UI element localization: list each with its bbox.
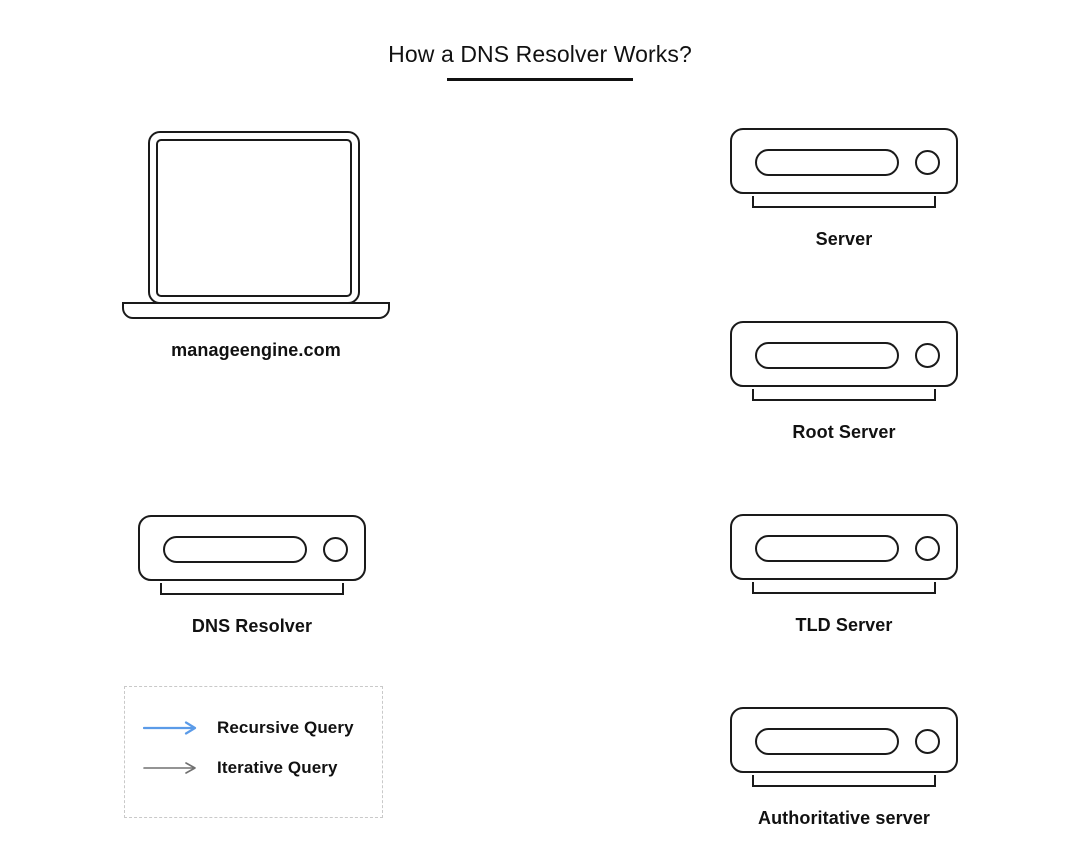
server-body: [730, 128, 958, 194]
server-icon: [730, 128, 958, 212]
server-body: [138, 515, 366, 581]
node-label-client: manageengine.com: [171, 340, 341, 360]
arrow-right-icon: [143, 762, 196, 774]
node-label-authoritative-server: Authoritative server: [757, 808, 931, 828]
title-underline-rule: [447, 78, 633, 81]
node-root-server[interactable]: Root Server: [730, 321, 958, 443]
legend-item-recursive-query: Recursive Query: [143, 718, 354, 738]
server-slot: [755, 728, 899, 755]
server-stand: [752, 389, 936, 401]
server-icon: [730, 321, 958, 405]
node-server[interactable]: Server: [730, 128, 958, 250]
server-icon: [138, 515, 366, 599]
server-slot: [755, 342, 899, 369]
laptop-base: [122, 302, 390, 319]
node-label-tld-server: TLD Server: [795, 615, 893, 635]
server-slot: [755, 535, 899, 562]
legend-label-iterative-query: Iterative Query: [217, 758, 338, 777]
laptop-lid: [148, 131, 360, 304]
node-dns-resolver[interactable]: DNS Resolver: [138, 515, 366, 637]
arrow-right-icon: [143, 721, 197, 735]
server-indicator-circle-icon: [915, 729, 940, 754]
title-block: How a DNS Resolver Works?: [0, 40, 1080, 81]
server-stand: [752, 196, 936, 208]
node-label-root-server: Root Server: [792, 422, 896, 442]
server-indicator-circle-icon: [915, 343, 940, 368]
server-icon: [730, 707, 958, 791]
server-stand: [160, 583, 344, 595]
server-stand: [752, 582, 936, 594]
server-icon: [730, 514, 958, 598]
server-indicator-circle-icon: [323, 537, 348, 562]
server-slot: [163, 536, 307, 563]
server-stand: [752, 775, 936, 787]
server-body: [730, 707, 958, 773]
server-body: [730, 321, 958, 387]
server-indicator-circle-icon: [915, 536, 940, 561]
server-body: [730, 514, 958, 580]
laptop-icon: [110, 125, 402, 320]
node-label-server: Server: [815, 229, 873, 249]
node-client-laptop[interactable]: manageengine.com: [110, 125, 402, 361]
server-slot: [755, 149, 899, 176]
laptop-screen: [156, 139, 352, 297]
page-title: How a DNS Resolver Works?: [388, 41, 692, 67]
node-authoritative-server[interactable]: Authoritative server: [730, 707, 958, 829]
server-indicator-circle-icon: [915, 150, 940, 175]
node-label-dns-resolver: DNS Resolver: [191, 616, 313, 636]
node-tld-server[interactable]: TLD Server: [730, 514, 958, 636]
legend-item-iterative-query: Iterative Query: [143, 758, 338, 778]
legend-box: Recursive Query Iterative Query: [124, 686, 383, 818]
legend-label-recursive-query: Recursive Query: [217, 718, 354, 737]
